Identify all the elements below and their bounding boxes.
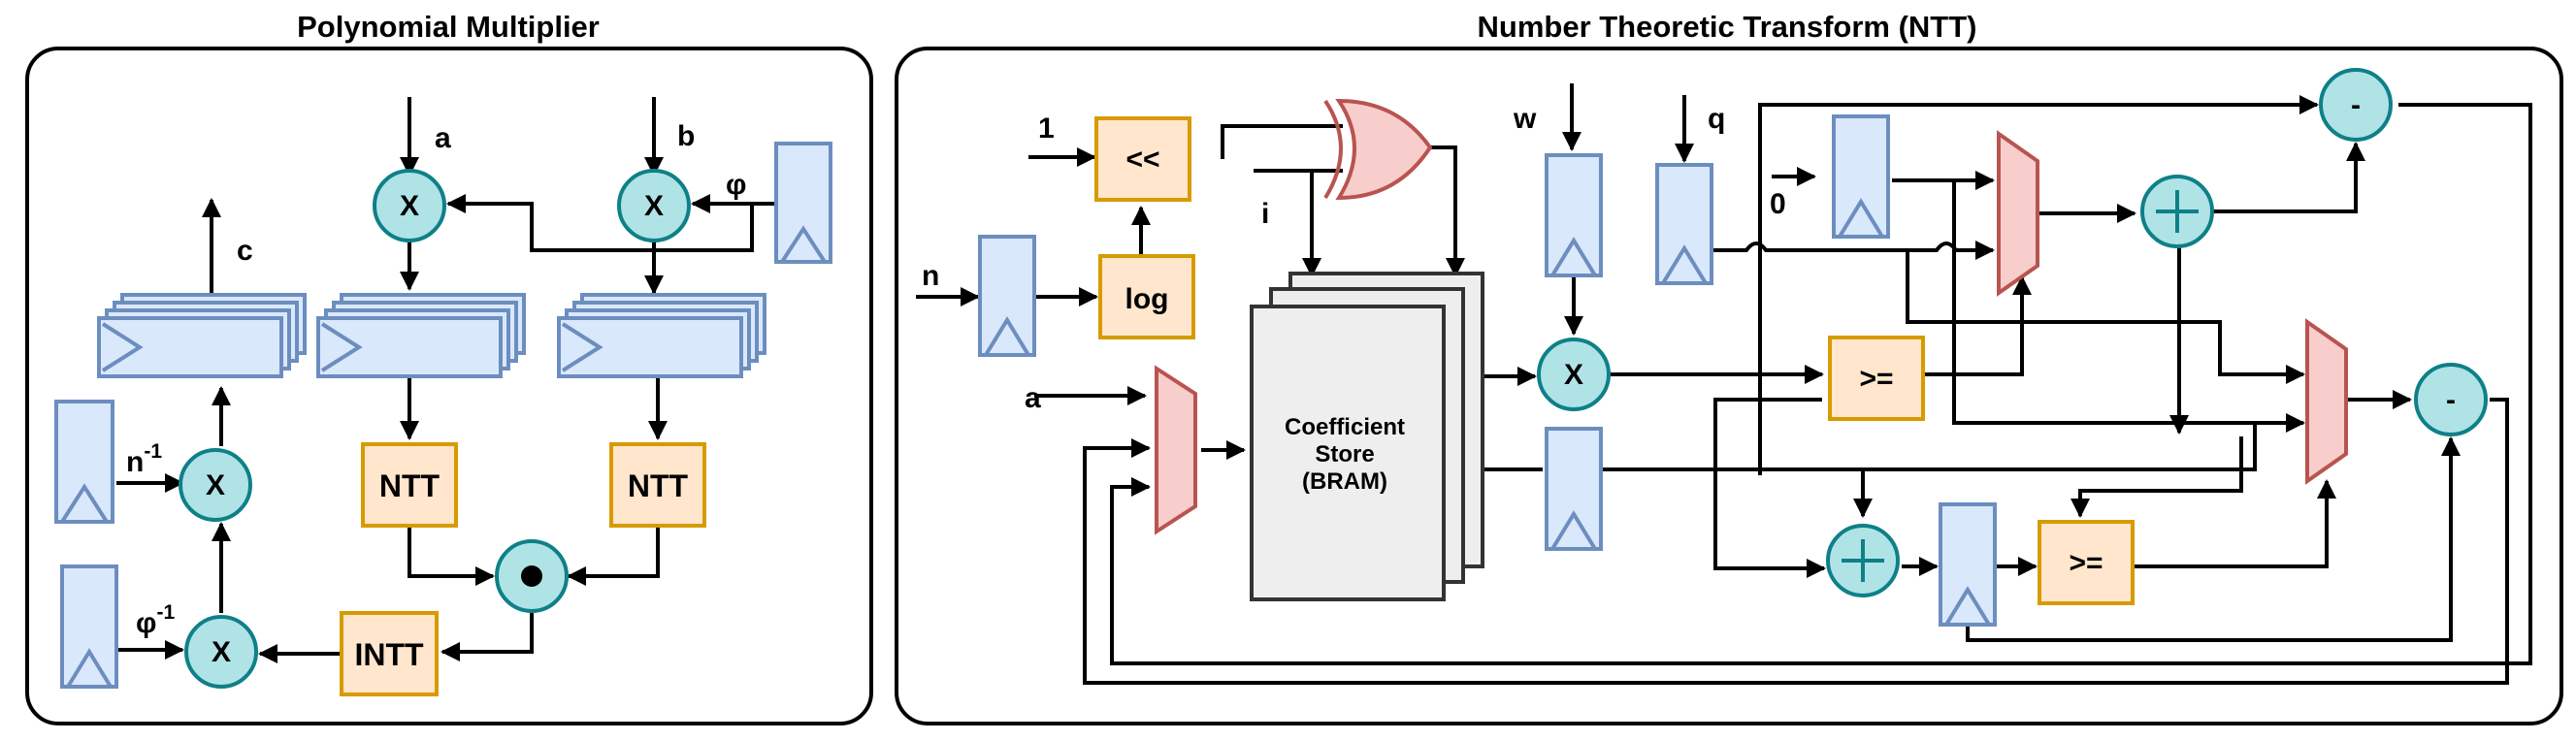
log-block: log — [1098, 254, 1195, 339]
svg-text:<<: << — [1125, 144, 1159, 176]
input-a-ntt-label: a — [1025, 382, 1041, 414]
wire-q-to-mux-right — [1906, 250, 2305, 384]
svg-text:Coefficient: Coefficient — [1285, 414, 1405, 440]
wire-q-to-mux-top — [1713, 241, 1995, 260]
ntt-block-b: NTT — [609, 442, 706, 528]
svg-text:NTT: NTT — [628, 468, 689, 503]
phi-inverse-label: φ-1 — [136, 601, 175, 639]
bram-output-register — [1545, 427, 1603, 551]
wire-geq-bottom-to-mux — [2133, 479, 2336, 568]
ntt-title: Number Theoretic Transform (NTT) — [1478, 10, 1977, 44]
wire-ntt-b-to-dot — [567, 526, 660, 586]
svg-text:-: - — [2351, 89, 2361, 121]
const-one-label: 1 — [1038, 113, 1055, 145]
svg-text:Store: Store — [1315, 441, 1374, 467]
svg-text:>=: >= — [2069, 547, 2103, 579]
input-b-label: b — [677, 120, 695, 152]
svg-text:X: X — [400, 190, 419, 222]
wire-xor-to-bram — [1430, 145, 1465, 277]
right-mux — [2305, 318, 2348, 485]
svg-text:log: log — [1125, 283, 1169, 315]
intt-block: INTT — [340, 611, 439, 696]
svg-text:NTT: NTT — [379, 468, 440, 503]
svg-text:X: X — [206, 469, 225, 501]
input-q-label: q — [1708, 103, 1725, 135]
wire-phi-to-mult-a — [446, 194, 754, 252]
twiddle-multiplier: X — [1537, 338, 1611, 411]
ntt-datapath: 1 n i w q a 0 << log — [916, 68, 2532, 685]
polynomial-multiplier: a b φ c n-1 φ-1 X X — [54, 97, 832, 696]
const-zero-label: 0 — [1770, 188, 1786, 220]
wire-minus-right-feedback — [1083, 398, 2509, 685]
input-w-label: w — [1513, 103, 1537, 135]
bottom-adder — [1826, 524, 1900, 597]
wire-minus-top-feedback — [1110, 103, 2532, 665]
xor-gate — [1323, 98, 1433, 201]
input-mux — [1155, 365, 1197, 535]
ntt-block-a: NTT — [361, 442, 458, 528]
zero-register — [1832, 114, 1890, 239]
svg-text:-: - — [2446, 384, 2456, 416]
pointwise-multiply-operator — [495, 539, 569, 613]
wire-ntt-a-to-dot — [408, 526, 495, 586]
n-inverse-label: n-1 — [126, 440, 162, 478]
right-subtractor: - — [2414, 363, 2488, 436]
multiplier-n-inverse: X — [179, 448, 252, 522]
svg-text:INTT: INTT — [354, 637, 424, 672]
svg-text:X: X — [644, 190, 664, 222]
compare-block-bottom: >= — [2038, 520, 2135, 605]
compare-block-top: >= — [1828, 336, 1925, 421]
top-adder — [2140, 175, 2214, 248]
input-a-label: a — [435, 122, 451, 154]
polynomial-multiplier-title: Polynomial Multiplier — [297, 10, 600, 44]
n-register — [978, 235, 1036, 357]
svg-text:(BRAM): (BRAM) — [1302, 468, 1387, 495]
shift-left-block: << — [1094, 116, 1191, 202]
bottom-register — [1939, 502, 1997, 627]
top-subtractor: - — [2319, 68, 2393, 142]
input-phi-label: φ — [726, 169, 746, 201]
wire-dot-to-intt — [440, 613, 534, 661]
svg-text:>=: >= — [1859, 363, 1893, 395]
q-register — [1655, 163, 1713, 285]
multiplier-phi-inverse: X — [184, 615, 258, 689]
phi-register — [774, 142, 832, 264]
top-mux — [1997, 130, 2039, 297]
coefficient-store-bram: Coefficient Store (BRAM) — [1250, 272, 1484, 601]
input-i-label: i — [1261, 198, 1269, 230]
register-bank-b — [557, 293, 766, 378]
svg-text:X: X — [212, 636, 231, 668]
svg-text:X: X — [1564, 359, 1583, 391]
wire-shift-to-xor — [1221, 124, 1343, 159]
multiplier-a: X — [373, 169, 446, 242]
phi-inverse-register — [60, 564, 118, 689]
multiplier-b: X — [617, 169, 691, 242]
w-register — [1545, 153, 1603, 277]
register-bank-a — [316, 293, 526, 378]
input-n-label: n — [922, 260, 939, 292]
n-inverse-register — [54, 400, 114, 524]
register-bank-c — [97, 293, 307, 378]
wire-mult-to-adder-bottom — [1713, 398, 1826, 578]
wire-to-minus-top — [1758, 95, 2319, 475]
wire-adder-to-minus-top — [2212, 142, 2365, 213]
wire-to-geq-bottom — [2071, 436, 2243, 518]
output-c-label: c — [237, 235, 253, 267]
